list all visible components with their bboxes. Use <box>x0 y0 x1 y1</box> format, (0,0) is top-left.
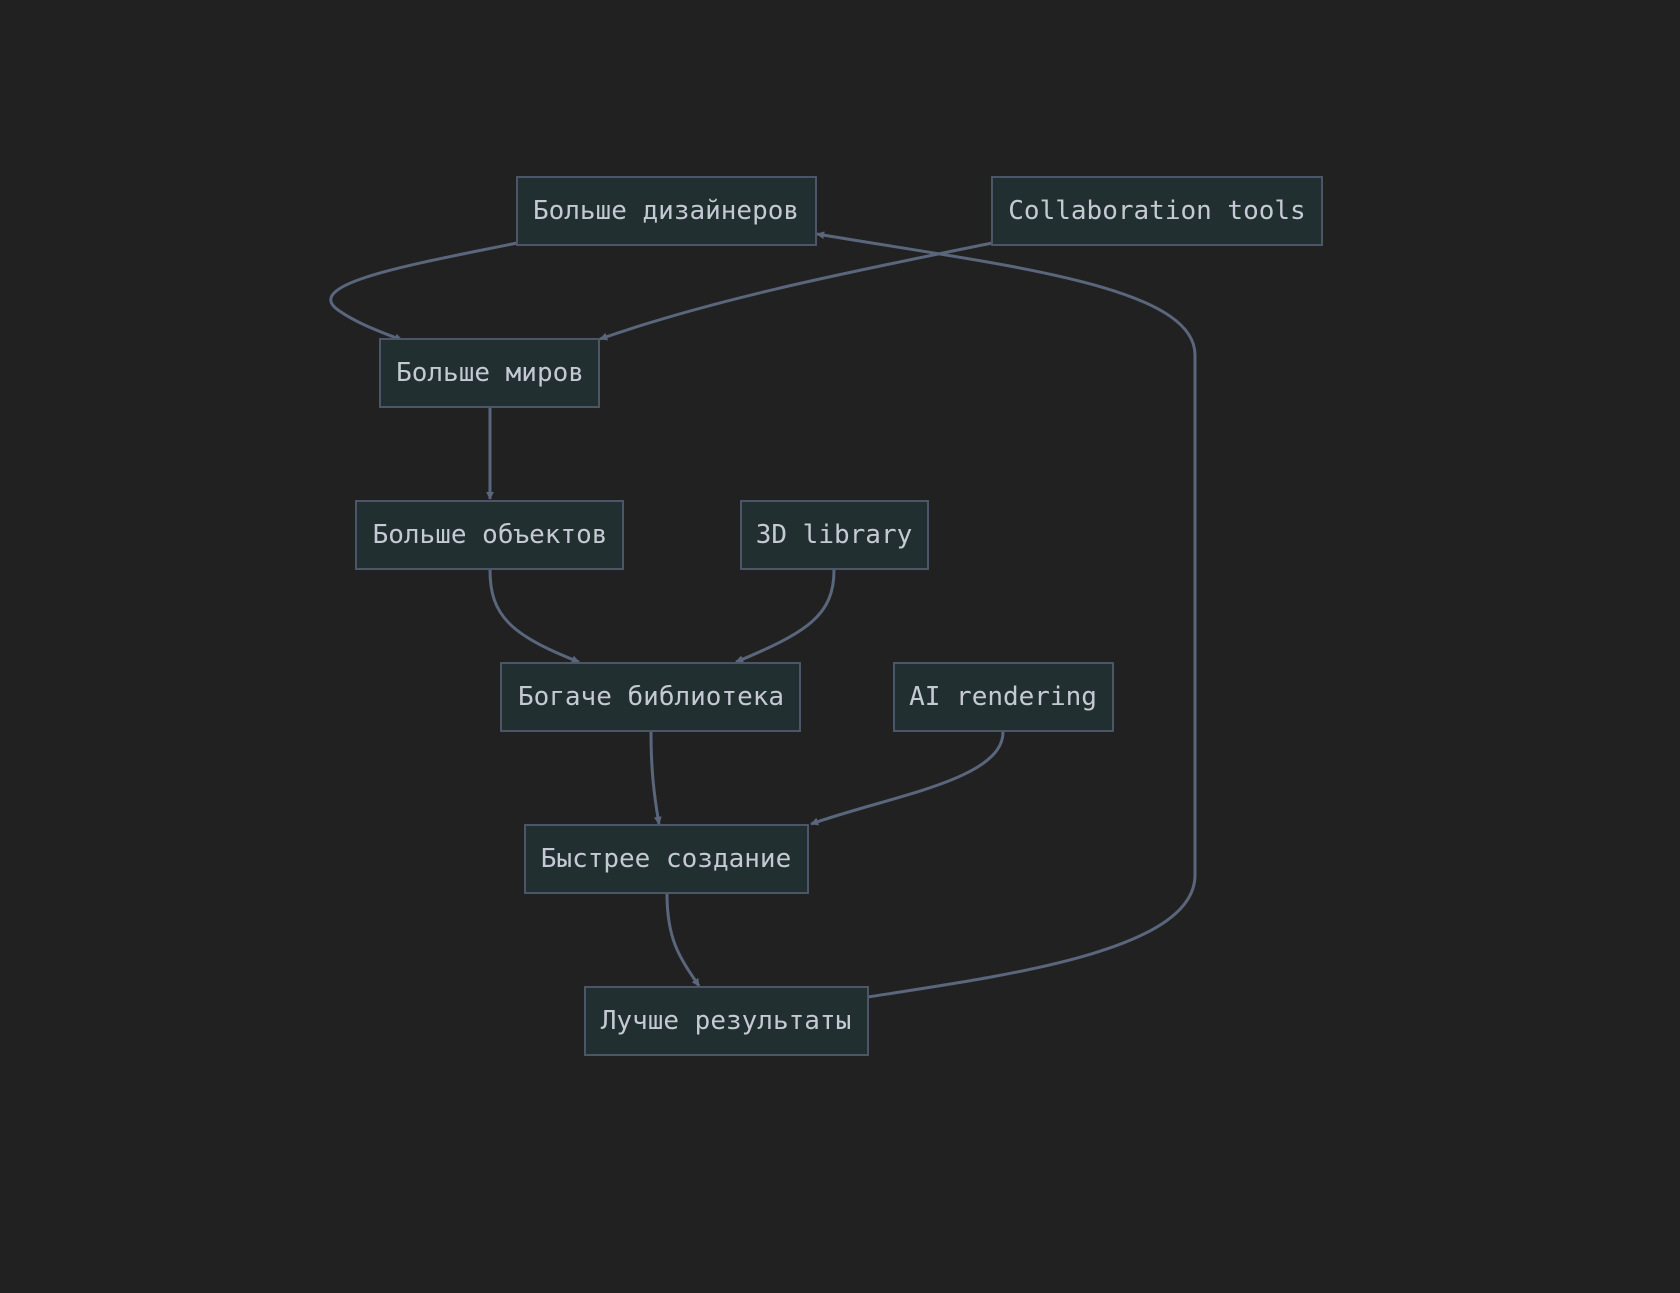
node-better-results-label: Лучше результаты <box>601 1006 851 1036</box>
edge-more-objects-to-richer-library <box>488 569 580 664</box>
node-faster-creation: Быстрее создание <box>524 824 809 894</box>
node-more-worlds-label: Больше миров <box>396 358 584 388</box>
node-better-results: Лучше результаты <box>584 986 869 1056</box>
node-more-objects: Больше объектов <box>355 500 624 570</box>
node-collaboration-tools: Collaboration tools <box>991 176 1323 246</box>
edge-more-designers-to-more-worlds <box>329 241 518 342</box>
edge-ai-rendering-to-faster-creation <box>810 731 1005 826</box>
edges <box>329 231 1197 999</box>
edge-collab-tools-to-more-worlds <box>599 241 993 341</box>
edge-faster-creation-to-better-results <box>665 893 701 987</box>
node-ai-rendering-label: AI rendering <box>909 682 1097 712</box>
edge-richer-library-to-faster-creation <box>649 731 662 825</box>
node-faster-creation-label: Быстрее создание <box>541 844 791 874</box>
node-more-objects-label: Больше объектов <box>373 520 608 550</box>
edge-3d-library-to-richer-library <box>735 569 836 664</box>
node-richer-library-label: Богаче библиотека <box>518 682 784 712</box>
node-more-worlds: Больше миров <box>379 338 600 408</box>
node-3d-library-label: 3D library <box>756 520 913 550</box>
node-ai-rendering: AI rendering <box>893 662 1114 732</box>
node-3d-library: 3D library <box>740 500 929 570</box>
nodes: Больше дизайнеров Collaboration tools Бо… <box>355 176 1323 1056</box>
node-more-designers-label: Больше дизайнеров <box>533 196 799 226</box>
node-collaboration-tools-label: Collaboration tools <box>1008 196 1305 226</box>
edge-better-results-to-more-designers <box>816 231 1197 999</box>
node-richer-library: Богаче библиотека <box>500 662 801 732</box>
node-more-designers: Больше дизайнеров <box>516 176 817 246</box>
